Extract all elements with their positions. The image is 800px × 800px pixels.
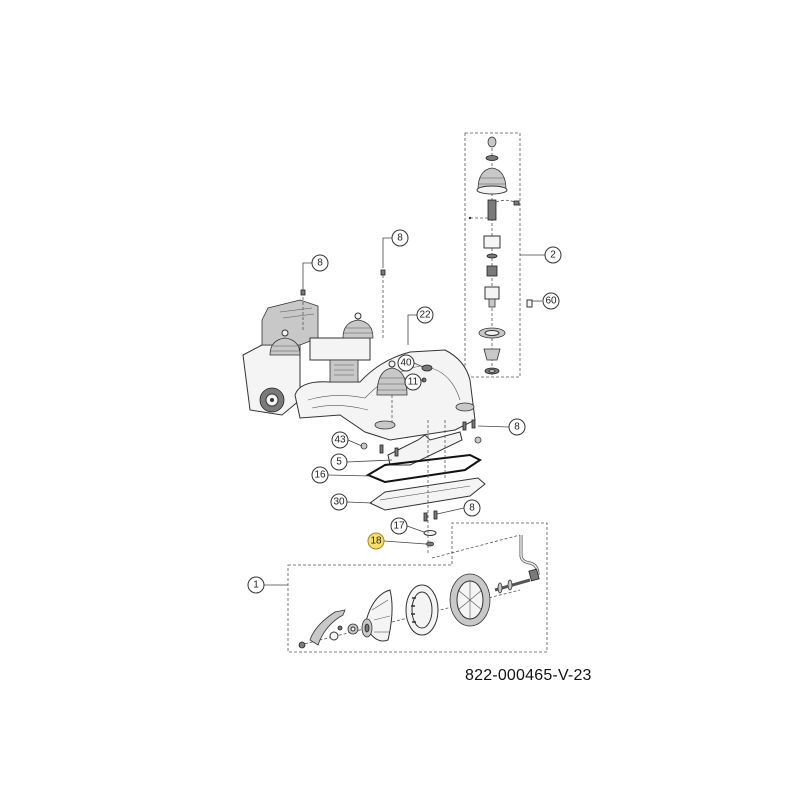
callout-circle [247,576,265,594]
seal-16 [365,453,482,484]
hub-shaft [487,199,497,221]
callout-1[interactable]: 1 [247,576,265,594]
washer-17 [423,530,437,536]
assembly-1-boundary [287,522,548,653]
cover-30 [369,477,486,511]
hub-housing [484,286,500,300]
callout-circle [544,246,562,264]
suspension-dome-left [269,329,301,356]
battery-cover [261,299,319,346]
callout-17[interactable]: 17 [390,517,408,535]
callout-label: 16 [314,470,326,481]
callout-18-highlighted[interactable]: 18 [367,532,385,550]
front-socket [374,420,396,430]
callout-8[interactable]: 8 [463,499,481,517]
hub-spring [486,265,498,277]
callout-circle [311,254,329,272]
callout-circle [391,229,409,247]
callout-label: 2 [550,250,556,261]
callout-circle [397,354,415,372]
callout-30[interactable]: 30 [330,493,348,511]
callout-circle [416,306,434,324]
callout-label: 60 [545,296,557,307]
callout-circle [404,373,422,391]
callout-8[interactable]: 8 [311,254,329,272]
bracket-5 [387,431,463,466]
hub-pin [487,136,497,148]
callout-label: 40 [400,358,412,369]
right-socket [455,402,475,412]
callout-circle [311,466,329,484]
callout-2[interactable]: 2 [544,246,562,264]
callout-label: 1 [253,580,259,591]
callout-label: 18 [370,536,382,547]
callouts: 8 8 2 60 22 40 11 8 43 5 16 30 8 17 18 1 [247,229,562,594]
callout-circle [463,499,481,517]
document-id: 822-000465-V-23 [465,667,592,684]
part-60-label [526,299,533,308]
leader-lines [264,237,545,586]
assembly-1-group [287,522,548,653]
callout-label: 22 [419,310,431,321]
callout-circle [390,517,408,535]
hub-cap [477,167,507,191]
callout-60[interactable]: 60 [542,292,560,310]
callout-8[interactable]: 8 [508,418,526,436]
hub-bearing [483,348,501,361]
callout-43[interactable]: 43 [331,431,349,449]
hub-collar [483,235,501,249]
callout-label: 11 [408,377,419,388]
callout-circle [330,453,348,471]
callout-label: 8 [317,258,323,269]
callout-40[interactable]: 40 [397,354,415,372]
callout-label: 30 [333,497,345,508]
lever-arm [309,609,346,646]
callout-label: 8 [514,422,520,433]
callout-label: 5 [336,457,342,468]
callout-22[interactable]: 22 [416,306,434,324]
callout-label: 8 [397,233,403,244]
callout-label: 8 [469,503,475,514]
suspension-dome-front [376,360,408,425]
screws [360,419,482,522]
callout-circle [508,418,526,436]
callout-16[interactable]: 16 [311,466,329,484]
suspension-dome-back [342,312,374,339]
underbody-group [360,419,486,555]
center-module [309,337,371,361]
hub-washer [485,155,499,161]
callout-circle [367,532,385,550]
callout-label: 17 [393,521,405,532]
assembly-2-group [464,132,521,378]
callout-5[interactable]: 5 [330,453,348,471]
washer-18 [426,541,434,547]
callout-circle [542,292,560,310]
callout-circle [331,431,349,449]
callout-11[interactable]: 11 [404,373,422,391]
callout-circle [330,493,348,511]
callout-8[interactable]: 8 [391,229,409,247]
chassis-body [242,299,476,441]
callout-label: 43 [334,435,346,446]
